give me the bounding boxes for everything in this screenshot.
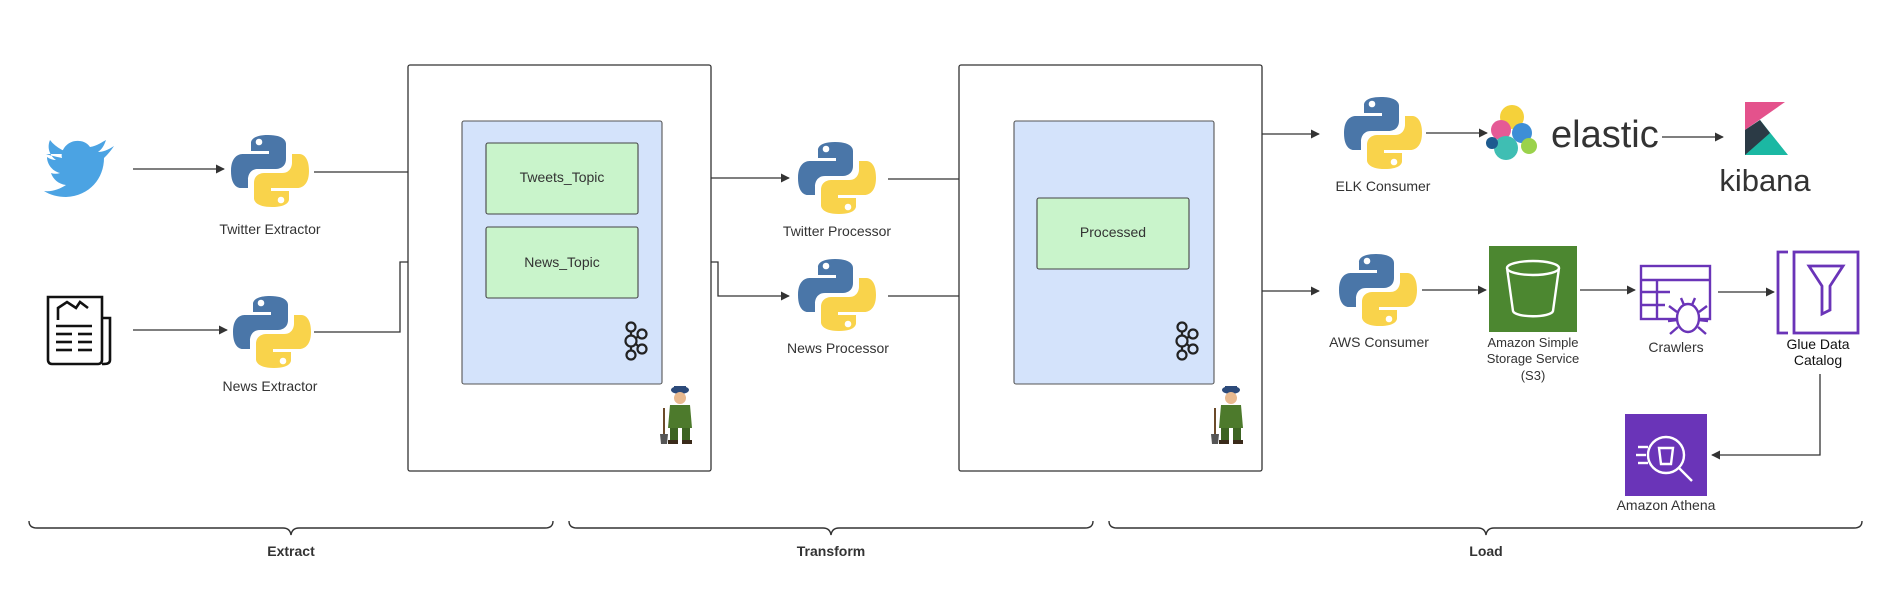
- stage-load-label: Load: [1469, 543, 1502, 559]
- edge-news-processor-to-processed: [888, 232, 968, 297]
- python-icon: [798, 259, 876, 331]
- kibana-wordmark: kibana: [1719, 163, 1811, 198]
- stage-extract-label: Extract: [267, 543, 315, 559]
- crawlers-icon: [1639, 264, 1712, 335]
- extract-brace: [28, 520, 554, 536]
- elastic-logo: elastic: [1486, 105, 1659, 160]
- tweets-topic-box: [485, 142, 639, 215]
- glue-label-line1: Glue Data: [1786, 336, 1849, 352]
- python-icon: [798, 142, 876, 214]
- processed-topic-label: Processed: [1080, 224, 1146, 240]
- load-brace: [1108, 520, 1863, 536]
- elastic-wordmark: elastic: [1551, 114, 1659, 156]
- aws-consumer-label: AWS Consumer: [1329, 334, 1429, 350]
- news-extractor-label: News Extractor: [223, 378, 318, 394]
- athena-label: Amazon Athena: [1617, 497, 1716, 513]
- news-processor-label: News Processor: [787, 340, 889, 356]
- python-icon: [231, 135, 309, 207]
- twitter-bird-icon: [44, 140, 114, 197]
- python-icon: [1339, 254, 1417, 326]
- python-icon: [233, 296, 311, 368]
- s3-label-line1: Amazon Simple: [1487, 335, 1578, 350]
- kibana-mark: [1745, 102, 1788, 155]
- elastic-mark: [1486, 105, 1537, 160]
- newspaper-icon: [46, 295, 112, 366]
- twitter-processor-label: Twitter Processor: [783, 223, 891, 239]
- tweets-topic-label: Tweets_Topic: [520, 169, 605, 185]
- s3-label-line3: (S3): [1521, 368, 1546, 383]
- news-topic-box: [485, 226, 639, 299]
- edge-glue-to-athena: [1711, 374, 1821, 460]
- glue-label-line2: Catalog: [1794, 352, 1842, 368]
- transform-brace: [568, 520, 1094, 536]
- s3-label-line2: Storage Service: [1487, 351, 1580, 366]
- twitter-extractor-label: Twitter Extractor: [219, 221, 320, 237]
- python-icon: [1344, 97, 1422, 169]
- s3-bucket-icon: [1489, 246, 1577, 332]
- processed-topic-box: [1036, 197, 1190, 270]
- elk-consumer-label: ELK Consumer: [1336, 178, 1431, 194]
- kibana-logo: kibana: [1719, 102, 1811, 198]
- crawlers-label: Crawlers: [1648, 339, 1703, 355]
- news-topic-label: News_Topic: [524, 254, 599, 270]
- edge-processed-to-aws-consumer: [1255, 233, 1320, 296]
- stage-transform-label: Transform: [797, 543, 865, 559]
- glue-catalog-icon: [1776, 250, 1860, 335]
- athena-icon: [1625, 414, 1707, 496]
